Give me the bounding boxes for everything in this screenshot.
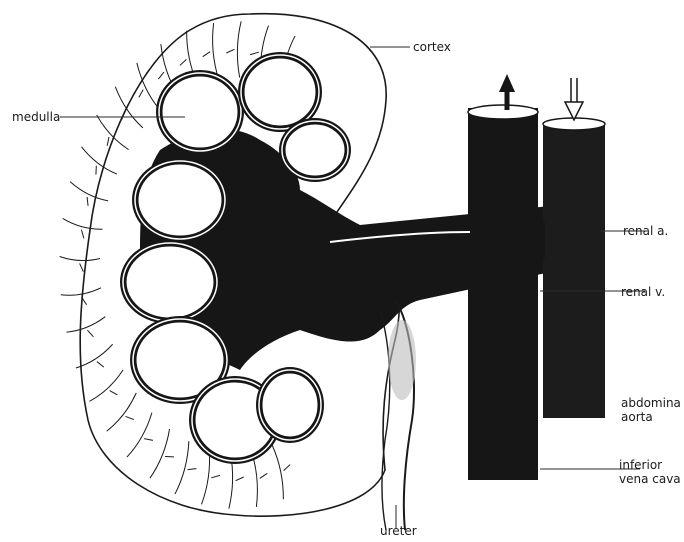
medullary-pyramid bbox=[126, 246, 214, 318]
label-cortex: cortex bbox=[413, 40, 451, 54]
ureter-shadow bbox=[388, 320, 416, 400]
label-ivc-1: inferior bbox=[619, 458, 662, 472]
medullary-pyramid bbox=[162, 76, 238, 148]
label-medulla: medulla bbox=[12, 110, 60, 124]
label-ivc-2: vena cava bbox=[619, 472, 681, 486]
medullary-pyramid bbox=[285, 124, 345, 176]
label-renal-artery: renal a. bbox=[623, 224, 668, 238]
label-abdominal-aorta-2: aorta bbox=[621, 410, 653, 424]
label-renal-vein: renal v. bbox=[621, 285, 665, 299]
aorta-arrow bbox=[565, 78, 583, 120]
ivc-top bbox=[468, 105, 538, 119]
abdominal-aorta bbox=[543, 122, 605, 418]
medullary-pyramid bbox=[244, 58, 316, 126]
label-ureter: ureter bbox=[380, 524, 417, 538]
medullary-pyramid bbox=[262, 373, 318, 437]
inferior-vena-cava bbox=[468, 108, 538, 480]
medullary-pyramid bbox=[138, 164, 222, 236]
label-abdominal-aorta-1: abdomina bbox=[621, 396, 681, 410]
